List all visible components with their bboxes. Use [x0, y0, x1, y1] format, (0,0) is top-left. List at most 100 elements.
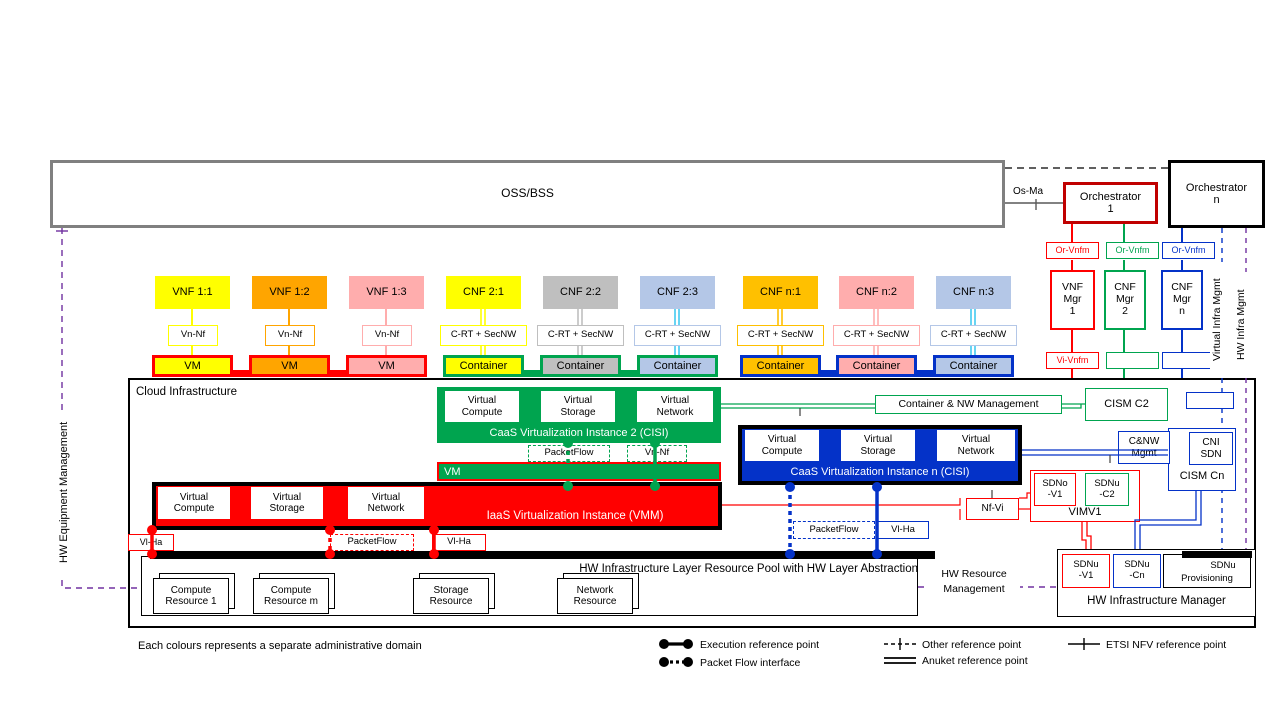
sdnu-c2-l1: SDNu: [1094, 477, 1120, 489]
cnf-mgr-n-box[interactable]: CNF Mgr n: [1161, 270, 1203, 330]
rp-text-8: C-RT + SecNW: [940, 329, 1007, 341]
reference-point-or-vnfm-1: Or-Vnfm: [1046, 242, 1099, 259]
unit-box-container-6[interactable]: Container: [740, 355, 821, 377]
nf-label-0: VNF 1:1: [172, 286, 213, 299]
hw-resource-compute-1[interactable]: Compute Resource 1: [153, 578, 229, 614]
orchestrator-n-box[interactable]: Orchestrator n: [1168, 160, 1265, 228]
hw-resource-management-l2: Management: [928, 583, 1020, 597]
iaas-vs-l2: Storage: [269, 503, 305, 514]
orchestrator-n-label-line2: n: [1213, 194, 1220, 206]
virtual-infra-mgmt-label: Virtual Infra Mgmt: [1210, 262, 1226, 377]
nf-box-vnf-1-1[interactable]: VNF 1:1: [155, 276, 230, 309]
sdnu-provisioning-l2: Provisioning: [1181, 573, 1233, 585]
sdnu-v1-l1: SDNu: [1073, 559, 1099, 571]
unit-text-4: Container: [556, 359, 605, 372]
unit-box-vm-1[interactable]: VM: [249, 355, 330, 377]
nf-box-cnf-n-1[interactable]: CNF n:1: [743, 276, 818, 309]
nf-box-vnf-1-2[interactable]: VNF 1:2: [252, 276, 327, 309]
caas2-vn-l1: Virtual: [660, 395, 690, 407]
unit-text-6: Container: [756, 359, 805, 372]
iaas-virtual-network: Virtual Network: [348, 487, 424, 519]
caasn-virtual-storage: Virtual Storage: [841, 430, 915, 461]
cnf-mgr-2-line2: Mgr: [1115, 293, 1135, 306]
cnf-mgr-2-box[interactable]: CNF Mgr 2: [1104, 270, 1146, 330]
reference-point-crt-4: C-RT + SecNW: [537, 325, 624, 346]
unit-box-container-8[interactable]: Container: [933, 355, 1014, 377]
nf-label-4: CNF 2:2: [560, 286, 601, 299]
reference-point-crt-3: C-RT + SecNW: [440, 325, 527, 346]
reference-point-packetflow-iaas: PacketFlow: [330, 534, 414, 551]
nf-box-cnf-n-2[interactable]: CNF n:2: [839, 276, 914, 309]
admin-domain-note: Each colours represents a separate admin…: [138, 640, 422, 652]
rp-text-4: C-RT + SecNW: [547, 329, 614, 341]
unit-box-container-4[interactable]: Container: [540, 355, 621, 377]
caasn-vn-l2: Network: [957, 445, 995, 457]
nf-box-cnf-n-3[interactable]: CNF n:3: [936, 276, 1011, 309]
cism-cn-label: CISM Cn: [1179, 469, 1225, 482]
reference-point-nf-vi: Nf-Vi: [966, 498, 1019, 520]
sdnu-v1-l2: -V1: [1078, 570, 1094, 581]
caasn-vn-l1: Virtual: [961, 434, 991, 446]
hw-resource-compute-m[interactable]: Compute Resource m: [253, 578, 329, 614]
sdnu-v1-box: SDNu -V1: [1062, 554, 1110, 588]
vnf-mgr-1-line1: VNF: [1062, 281, 1083, 294]
caas2-vm-bar: [437, 462, 721, 481]
orchestrator-1-label-line2: 1: [1107, 203, 1114, 215]
unit-box-vm-0[interactable]: VM: [152, 355, 233, 377]
sdnu-provisioning-l1: SDNu: [1210, 560, 1236, 572]
vnf-mgr-1-line2: Mgr: [1063, 293, 1082, 306]
legend-item-anuket-reference-point: Anuket reference point: [922, 653, 1092, 668]
vnf-mgr-1-line3: 1: [1069, 304, 1076, 317]
hw-equipment-management-label: HW Equipment Management: [55, 410, 73, 575]
caas2-vc-l2: Compute: [461, 406, 503, 418]
orchestrator-n-label-line1: Orchestrator: [1185, 181, 1248, 194]
caas2-virtual-storage: Virtual Storage: [541, 391, 615, 422]
reference-point-vl-ha-caasn: Vl-Ha: [877, 521, 929, 539]
caasn-vc-l1: Virtual: [767, 434, 797, 446]
nf-box-cnf-2-2[interactable]: CNF 2:2: [543, 276, 618, 309]
hw-res-3-l1: Network: [576, 584, 614, 596]
cnw-mgmt-l2: Mgmt: [1131, 447, 1157, 459]
hw-res-0-l1: Compute: [170, 584, 212, 596]
nf-label-7: CNF n:2: [856, 286, 897, 299]
nf-label-8: CNF n:3: [953, 286, 994, 299]
iaas-vs-l1: Virtual: [272, 491, 302, 503]
orchestrator-1-box[interactable]: Orchestrator 1: [1063, 182, 1158, 224]
hw-resource-storage[interactable]: Storage Resource: [413, 578, 489, 614]
cnf-mgr-n-line3: n: [1179, 304, 1185, 317]
nf-box-vnf-1-3[interactable]: VNF 1:3: [349, 276, 424, 309]
sdnu-cn-l1: SDNu: [1124, 559, 1150, 571]
cloud-infrastructure-label: Cloud Infrastructure: [136, 386, 237, 398]
legend-item-packet-flow-interface: Packet Flow interface: [700, 655, 880, 670]
reference-point-packetflow-caasn: PacketFlow: [793, 521, 875, 539]
unit-text-8: Container: [949, 359, 998, 372]
hw-res-0-l2: Resource 1: [165, 596, 217, 607]
vnf-mgr-1-box[interactable]: VNF Mgr 1: [1050, 270, 1095, 330]
reference-point-crt-7: C-RT + SecNW: [833, 325, 920, 346]
unit-box-container-7[interactable]: Container: [836, 355, 917, 377]
reference-point-blank-green: [1106, 352, 1159, 369]
hw-resource-network[interactable]: Network Resource: [557, 578, 633, 614]
reference-point-vn-nf-2: Vn-Nf: [362, 325, 412, 346]
hw-res-1-l1: Compute: [270, 584, 312, 596]
cni-sdn-l2: SDN: [1200, 448, 1222, 460]
nf-box-cnf-2-1[interactable]: CNF 2:1: [446, 276, 521, 309]
unit-box-container-5[interactable]: Container: [637, 355, 718, 377]
caas2-virtual-network: Virtual Network: [637, 391, 713, 422]
unit-box-vm-2[interactable]: VM: [346, 355, 427, 377]
legend-item-other-reference-point: Other reference point: [922, 637, 1092, 652]
unit-box-container-3[interactable]: Container: [443, 355, 524, 377]
reference-point-vn-nf-caas2: Vn-Nf: [627, 445, 687, 462]
cni-sdn-l1: CNI: [1202, 437, 1220, 449]
caas2-vc-l1: Virtual: [467, 395, 497, 407]
iaas-vc-l1: Virtual: [179, 491, 209, 503]
nf-label-2: VNF 1:3: [366, 286, 407, 299]
caas-instance-2-title: CaaS Virtualization Instance 2 (CISI): [489, 426, 669, 439]
rp-text-5: C-RT + SecNW: [644, 329, 711, 341]
unit-text-1: VM: [281, 359, 298, 372]
cism-c2-box[interactable]: CISM C2: [1085, 388, 1168, 421]
caasn-vs-l2: Storage: [860, 445, 896, 457]
unit-text-5: Container: [653, 359, 702, 372]
nf-box-cnf-2-3[interactable]: CNF 2:3: [640, 276, 715, 309]
nf-label-5: CNF 2:3: [657, 286, 698, 299]
